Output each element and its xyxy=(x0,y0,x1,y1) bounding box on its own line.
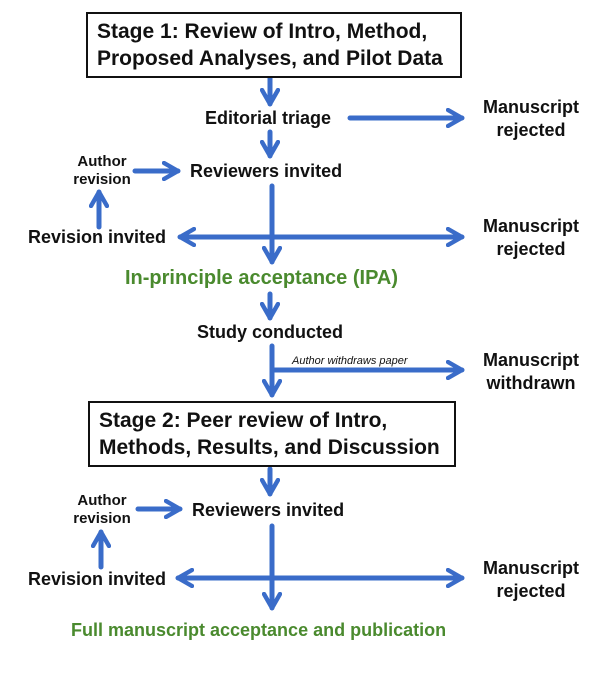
author-revision-2: Author revision xyxy=(66,492,138,528)
stage1-line1: Stage 1: Review of Intro, Method, xyxy=(97,20,428,43)
final-acceptance: Full manuscript acceptance and publicati… xyxy=(71,620,447,640)
editorial-triage: Editorial triage xyxy=(205,108,332,128)
stage2-line1: Stage 2: Peer review of Intro, xyxy=(99,409,388,432)
revision-invited-2: Revision invited xyxy=(28,569,167,589)
manuscript-rejected-2: Manuscript rejected xyxy=(476,215,586,261)
rejected3-line2: rejected xyxy=(496,581,566,601)
withdraw-label: Author withdraws paper xyxy=(292,355,408,367)
stage2-line2: Methods, Results, and Discussion xyxy=(99,436,440,459)
stage2-box: Stage 2: Peer review of Intro, Methods, … xyxy=(88,401,456,467)
manuscript-rejected-1: Manuscript rejected xyxy=(476,96,586,142)
author-revision2-line2: revision xyxy=(73,510,131,527)
manuscript-withdrawn: Manuscript withdrawn xyxy=(476,349,586,395)
author-revision2-line1: Author xyxy=(77,492,127,509)
stage1-box: Stage 1: Review of Intro, Method, Propos… xyxy=(86,12,462,78)
reviewers-invited-1: Reviewers invited xyxy=(190,161,343,181)
author-revision1-line2: revision xyxy=(73,171,131,188)
rejected3-line1: Manuscript xyxy=(482,558,579,578)
revision-invited-1: Revision invited xyxy=(28,227,167,247)
manuscript-rejected-3: Manuscript rejected xyxy=(476,557,586,603)
rejected1-line1: Manuscript xyxy=(482,97,579,117)
author-revision-1: Author revision xyxy=(66,153,138,189)
rejected2-line2: rejected xyxy=(496,239,566,259)
reviewers-invited-2: Reviewers invited xyxy=(192,500,345,520)
ipa-label: In-principle acceptance (IPA) xyxy=(125,267,399,289)
withdrawn-line1: Manuscript xyxy=(482,350,579,370)
withdrawn-line2: withdrawn xyxy=(486,373,576,393)
study-conducted: Study conducted xyxy=(197,322,344,342)
stage1-line2: Proposed Analyses, and Pilot Data xyxy=(97,47,443,70)
rejected2-line1: Manuscript xyxy=(482,216,579,236)
rejected1-line2: rejected xyxy=(496,120,566,140)
author-revision1-line1: Author xyxy=(77,153,127,170)
